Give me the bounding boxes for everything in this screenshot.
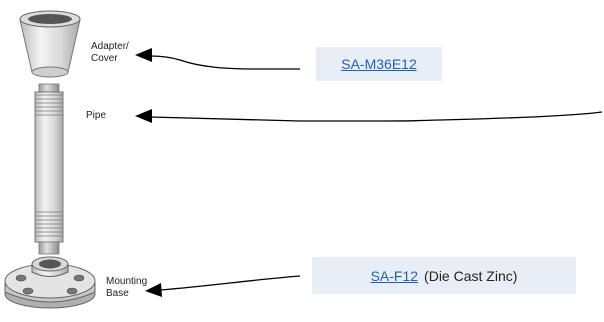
mounting-base-illustration — [4, 256, 96, 309]
adapter-label-line1: Adapter/ — [91, 41, 129, 52]
adapter-cover-label: Adapter/ Cover — [91, 41, 129, 65]
adapter-arrow-line — [149, 55, 300, 70]
base-arrowhead — [145, 283, 162, 297]
adapter-cover-illustration — [19, 10, 81, 78]
pipe-illustration — [34, 83, 64, 255]
base-arrow-line — [159, 275, 301, 291]
base-label-line2: Base — [106, 288, 129, 299]
pipe-arrowhead — [135, 109, 152, 123]
base-label-line1: Mounting — [106, 276, 148, 287]
pipe-arrow-line — [149, 111, 603, 122]
adapter-part-link[interactable]: SA-M36E12 — [341, 56, 417, 72]
base-part-link[interactable]: SA-F12 — [370, 267, 419, 284]
adapter-callout-box: SA-M36E12 — [316, 47, 442, 81]
base-callout-box: SA-F12 (Die Cast Zinc) — [312, 257, 576, 294]
adapter-label-line2: Cover — [91, 53, 118, 64]
mounting-base-label: Mounting Base — [106, 276, 147, 300]
base-material-note: (Die Cast Zinc) — [424, 267, 518, 284]
pipe-label: Pipe — [86, 110, 107, 121]
adapter-arrowhead — [135, 48, 152, 62]
